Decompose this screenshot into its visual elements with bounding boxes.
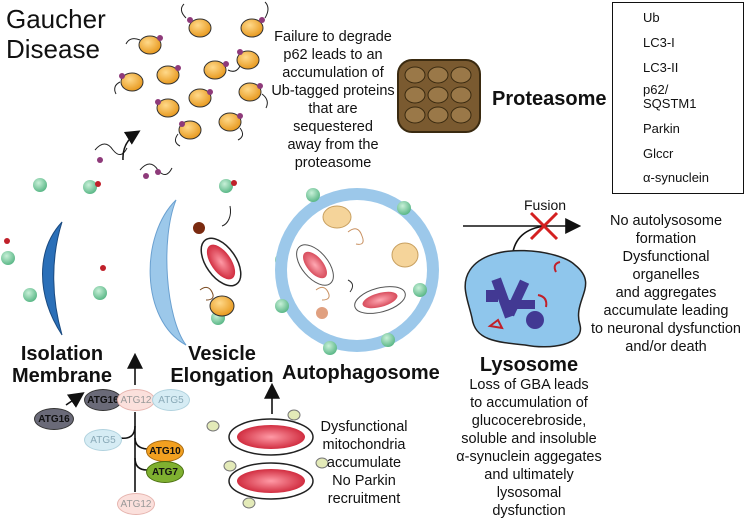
vesicle-elongation-label: Vesicle Elongation	[170, 343, 274, 387]
atg-arrows	[65, 352, 148, 492]
vesicle-elongation-shape	[149, 199, 242, 346]
atg10-badge: ATG10	[146, 440, 184, 462]
isolation-membrane-label: Isolation Membrane	[11, 343, 113, 387]
autophagosome-label: Autophagosome	[282, 362, 440, 384]
lc3-particles	[1, 178, 289, 325]
mitochondria-caption: Dysfunctional mitochondria accumulate No…	[320, 419, 408, 507]
ub-tagged-p62-cluster	[114, 1, 269, 147]
atg12-bottom-badge: ATG12	[117, 493, 155, 515]
diagram-title: Gaucher Disease	[6, 4, 106, 64]
ubiquitin-strands	[94, 130, 173, 179]
no-autolysosome-caption: No autolysosome formation Dysfunctional …	[591, 213, 741, 355]
dysfunctional-mitochondria	[206, 382, 329, 509]
ub-accumulation-caption: Failure to degrade p62 leads to an accum…	[271, 29, 395, 171]
legend-p62: p62/ SQSTM1	[643, 82, 697, 111]
legend-parkin: Parkin	[643, 121, 680, 136]
atg5-badge: ATG5	[84, 429, 122, 451]
legend-ub: Ub	[643, 10, 660, 25]
legend-box: Ub LC3-I LC3-II p62/ SQSTM1 Parkin Glccr…	[612, 2, 744, 194]
proteasome-label: Proteasome	[492, 88, 607, 110]
atg16-free-badge: ATG16	[34, 408, 74, 430]
atg5-top-badge: ATG5	[152, 389, 190, 411]
lysosome-label: Lysosome	[479, 354, 579, 376]
legend-lc3-i: LC3-I	[643, 35, 675, 50]
legend-glccr: Glccr	[643, 146, 674, 161]
lysosome-caption: Loss of GBA leads to accumulation of glu…	[456, 377, 602, 519]
legend-alpha-synuclein: α-synuclein	[643, 170, 710, 185]
lysosome-shape	[464, 249, 587, 348]
autophagosome-shape	[275, 188, 439, 355]
proteasome-illustration	[397, 59, 481, 133]
isolation-membrane-shape	[42, 221, 63, 336]
fusion-label: Fusion	[524, 197, 567, 213]
legend-lc3-ii: LC3-II	[643, 60, 679, 75]
atg7-badge: ATG7	[146, 461, 184, 483]
atg12-top-badge: ATG12	[117, 389, 155, 411]
